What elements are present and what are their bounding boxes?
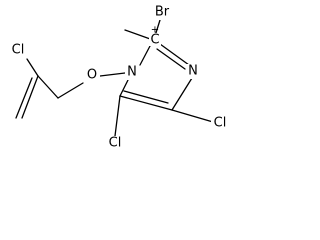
atom-o: O bbox=[84, 68, 100, 83]
atom-br: Br bbox=[152, 5, 172, 20]
cl-c4-label: Cl bbox=[214, 116, 227, 131]
atom-n1: N bbox=[125, 65, 139, 80]
bond-methyl-c2 bbox=[124, 29, 154, 41]
cl-c5-label: Cl bbox=[109, 136, 122, 151]
structure-canvas: Br C + N N O Cl Cl Cl bbox=[0, 0, 238, 155]
molecule-diagram: Br C + N N O Cl Cl Cl bbox=[9, 5, 229, 151]
br-label: Br bbox=[155, 5, 170, 20]
bond-c5-cl bbox=[114, 95, 121, 137]
bond-ccl-cl bbox=[26, 58, 39, 77]
bond-vinyl-double bbox=[15, 77, 33, 119]
cl-vinyl-label: Cl bbox=[12, 43, 25, 58]
atom-cl-c4: Cl bbox=[211, 116, 229, 131]
n1-label: N bbox=[127, 65, 137, 80]
n3-label: N bbox=[188, 64, 198, 79]
bond-o-ch2 bbox=[57, 82, 84, 99]
atom-c2: C + bbox=[149, 25, 161, 48]
atom-n3: N bbox=[186, 64, 200, 79]
bond-n1-o bbox=[99, 72, 126, 77]
bond-c4-cl bbox=[171, 109, 214, 123]
bond-c2-n3-double bbox=[156, 48, 186, 70]
bond-c4-c5-double bbox=[123, 90, 169, 104]
o-label: O bbox=[87, 68, 97, 83]
bond-c2-n1 bbox=[139, 45, 151, 66]
atom-cl-vinyl: Cl bbox=[9, 43, 27, 58]
c2-charge: + bbox=[151, 25, 159, 36]
atom-cl-c5: Cl bbox=[106, 136, 124, 151]
bond-c5-n1 bbox=[119, 79, 129, 97]
bond-c4-c5 bbox=[119, 95, 173, 111]
c2-label: C bbox=[150, 33, 159, 48]
atom-labels: Br C + N N O Cl Cl Cl bbox=[9, 5, 229, 151]
bonds bbox=[15, 19, 214, 137]
bond-ch2-ccl bbox=[37, 75, 59, 99]
bond-n3-c4 bbox=[171, 77, 193, 111]
bond-vinyl bbox=[21, 75, 39, 119]
bond-c2-n3 bbox=[159, 43, 190, 66]
